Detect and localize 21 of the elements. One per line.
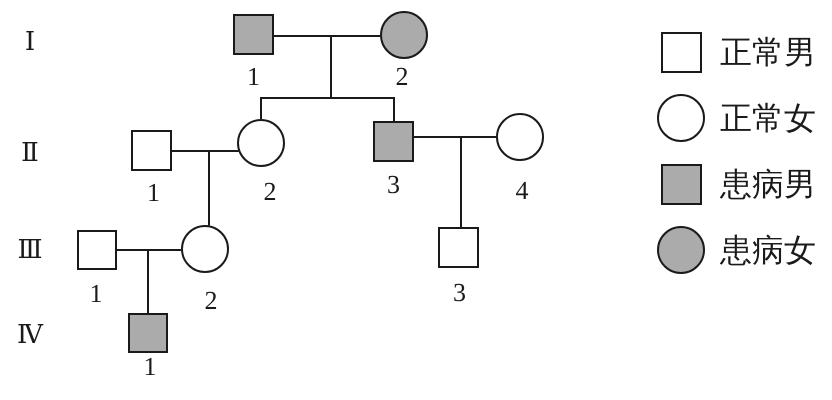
legend-label: 患病男 [720, 167, 816, 201]
individual-number: 2 [204, 288, 218, 314]
individual-number: 2 [262, 179, 278, 205]
individual-number: 4 [514, 178, 530, 204]
legend-label: 正常女 [720, 101, 816, 135]
descent-line [208, 150, 238, 226]
individual-number: 3 [452, 280, 467, 306]
generation-label: Ⅳ [16, 322, 44, 348]
individual-number: 1 [146, 180, 161, 206]
descent-line [147, 249, 181, 313]
legend-label: 正常男 [720, 35, 816, 69]
generation-label: Ⅰ [24, 29, 36, 55]
generation-label: Ⅲ [16, 237, 44, 263]
descent-line [460, 136, 496, 227]
individual-number: 1 [88, 281, 104, 307]
legend-label: 患病女 [720, 233, 816, 267]
individual-number: 2 [394, 64, 410, 90]
individual-number: 1 [246, 64, 261, 90]
generation-label: Ⅱ [20, 140, 40, 166]
individual-number: 3 [386, 172, 401, 198]
individual-number: 1 [142, 354, 158, 380]
